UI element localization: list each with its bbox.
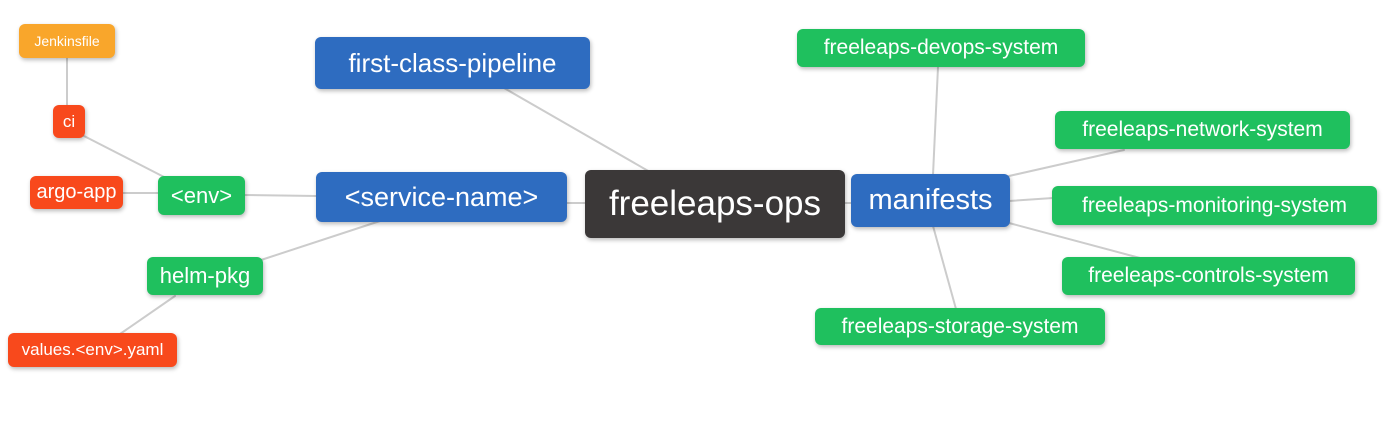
node-freeleaps-monitoring-system[interactable]: freeleaps-monitoring-system (1052, 186, 1377, 225)
node-env[interactable]: <env> (158, 176, 245, 215)
edge-values-helmpkg (119, 295, 176, 335)
node-service-name[interactable]: <service-name> (316, 172, 567, 222)
edge-fcp-freeleapsops (503, 87, 651, 173)
edge-manifests-network (1008, 149, 1125, 177)
node-values-env-yaml[interactable]: values.<env>.yaml (8, 333, 177, 367)
edge-manifests-devops (932, 66, 939, 176)
node-freeleaps-devops-system[interactable]: freeleaps-devops-system (797, 29, 1085, 67)
node-jenkinsfile[interactable]: Jenkinsfile (19, 24, 115, 58)
node-freeleaps-storage-system[interactable]: freeleaps-storage-system (815, 308, 1105, 345)
node-helm-pkg[interactable]: helm-pkg (147, 257, 263, 295)
edge-env-servicename (243, 194, 318, 197)
edge-helmpkg-servicename (260, 220, 381, 261)
node-manifests[interactable]: manifests (851, 174, 1010, 227)
node-freeleaps-network-system[interactable]: freeleaps-network-system (1055, 111, 1350, 149)
edge-manifests-controls (1008, 222, 1141, 259)
node-ci[interactable]: ci (53, 105, 85, 138)
node-freeleaps-controls-system[interactable]: freeleaps-controls-system (1062, 257, 1355, 295)
edge-manifests-monitoring (1008, 197, 1054, 202)
node-argo-app[interactable]: argo-app (30, 176, 123, 209)
node-first-class-pipeline[interactable]: first-class-pipeline (315, 37, 590, 89)
edge-ci-env (83, 135, 167, 179)
node-freeleaps-ops-root[interactable]: freeleaps-ops (585, 170, 845, 238)
edge-manifests-storage (932, 225, 957, 310)
